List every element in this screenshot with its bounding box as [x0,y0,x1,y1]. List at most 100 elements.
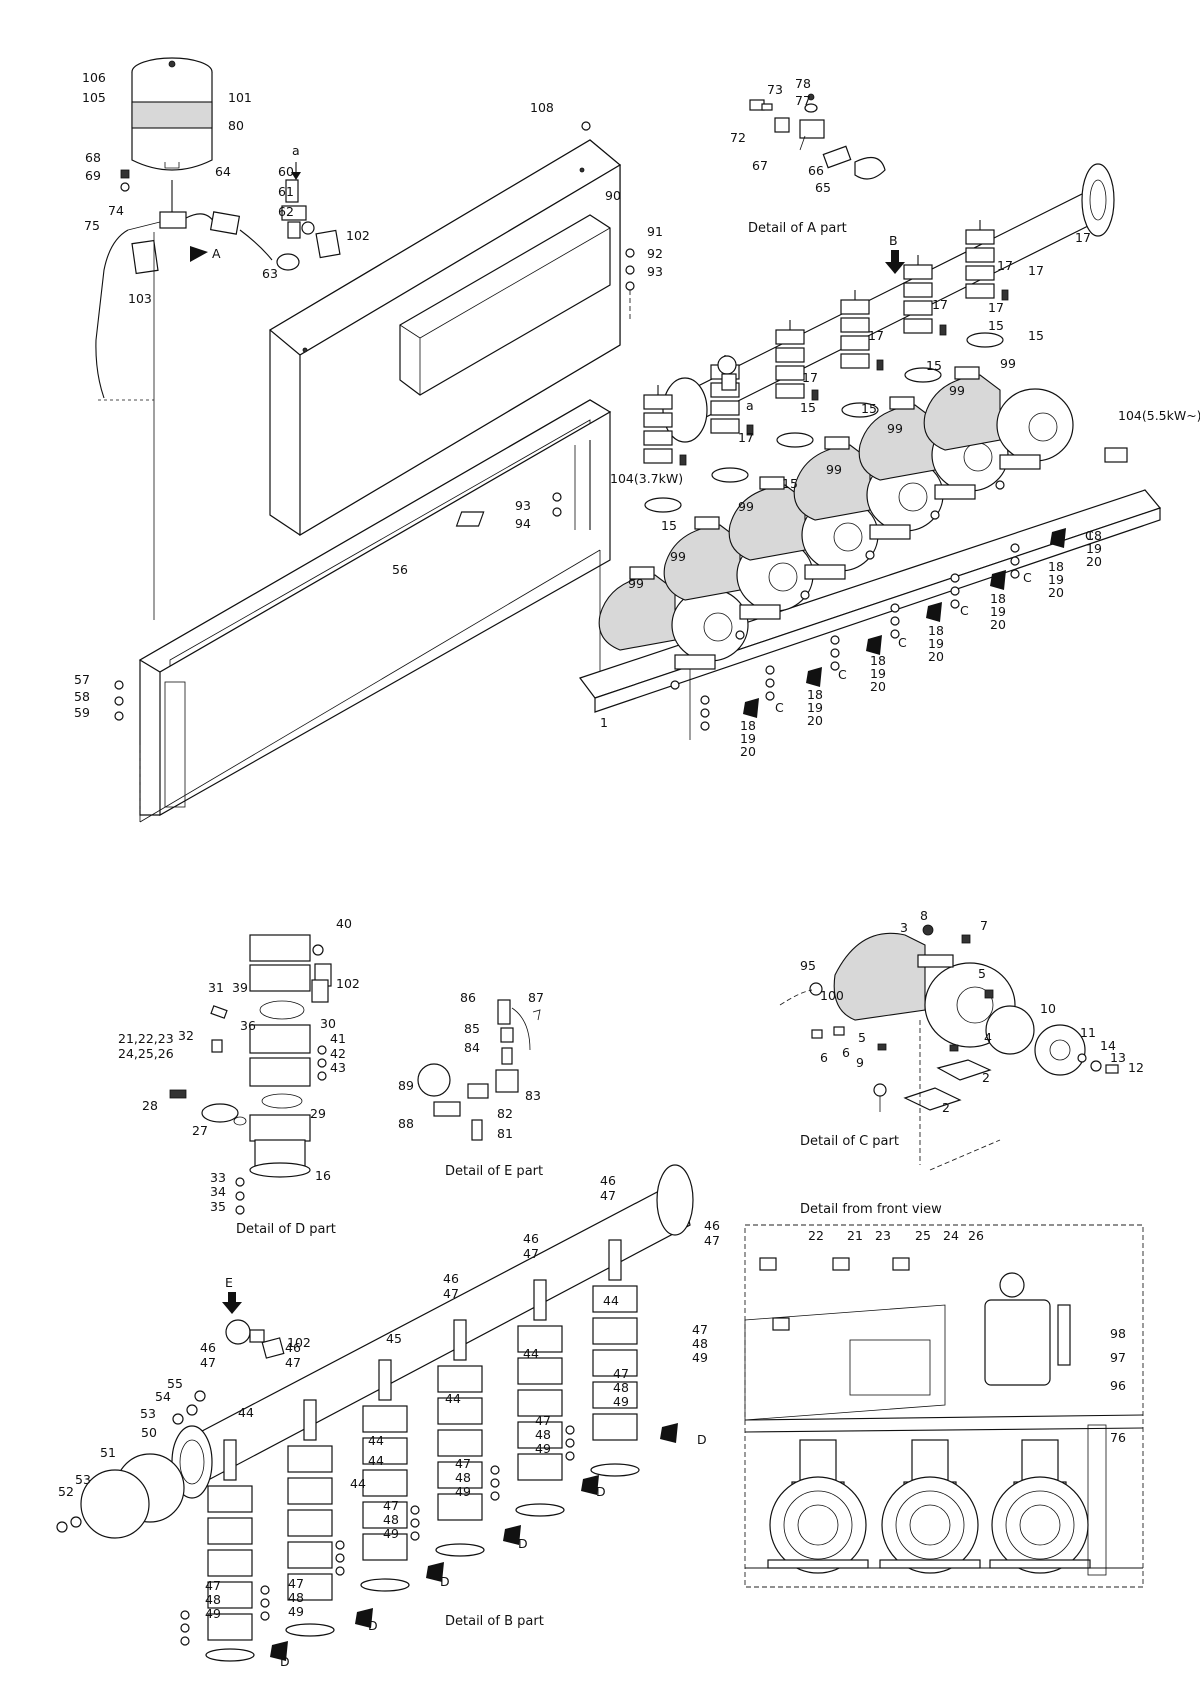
label-f23: 23 [875,1228,891,1243]
label-c: C [898,635,907,650]
label-l90: 90 [605,188,621,203]
label-f22: 22 [808,1228,824,1243]
label-l57: 57 [74,672,90,687]
label-e84: 84 [464,1040,480,1055]
d-arrow-icon [270,1641,288,1661]
label-53: 53 [75,1472,91,1487]
label-46: 46 [200,1340,216,1355]
label-la1: a [292,143,300,158]
label-15: 15 [661,518,677,533]
label-d35: 35 [210,1199,226,1214]
label-f96: 96 [1110,1378,1126,1393]
flange-gasket [776,432,814,448]
label-50: 50 [141,1425,157,1440]
label-c2b: 2 [942,1100,950,1115]
flange-gasket [904,367,942,383]
label-l69: 69 [85,168,101,183]
label-47: 47 [692,1322,708,1337]
label-c: C [1085,528,1094,543]
label-47: 47 [455,1456,471,1471]
label-49: 49 [692,1350,708,1365]
label-l92: 92 [647,246,663,261]
label-44: 44 [445,1391,461,1406]
label-l75: 75 [84,218,100,233]
label-d2123: 21,22,23 [118,1031,174,1046]
label-l104a: 104(3.7kW) [610,471,683,486]
c-arrow-icon [866,635,882,655]
label-49: 49 [613,1394,629,1409]
label-f21: 21 [847,1228,863,1243]
pump-front [879,1439,981,1574]
label-47: 47 [600,1188,616,1203]
label-d16: 16 [315,1168,331,1183]
label-20: 20 [1048,585,1064,600]
label-19: 19 [870,666,886,681]
label-44: 44 [350,1476,366,1491]
label-d27: 27 [192,1123,208,1138]
label-44: 44 [368,1433,384,1448]
label-99: 99 [887,421,903,436]
label-d: D [280,1654,290,1669]
label-l101: 101 [228,90,252,105]
label-l61: 61 [278,184,294,199]
pump-units [598,366,1074,731]
bolt-nut-stack [830,635,840,671]
label-17: 17 [997,258,1013,273]
label-d29: 29 [310,1106,326,1121]
label-e82: 82 [497,1106,513,1121]
label-d: D [440,1574,450,1589]
detail-a [749,93,886,180]
pump-front [767,1439,869,1574]
label-17: 17 [988,300,1004,315]
label-99: 99 [738,499,754,514]
caption-detail-d: Detail of D part [236,1222,336,1237]
control-panel-assembly [268,121,635,537]
label-d31: 31 [208,980,224,995]
caption-detail-e: Detail of E part [445,1164,543,1179]
bolt-nut-stack [950,573,960,609]
label-c4: 4 [984,1030,992,1045]
label-e88: 88 [398,1116,414,1131]
label-d33: 33 [210,1170,226,1185]
label-47: 47 [443,1286,459,1301]
label-48: 48 [613,1380,629,1395]
label-la2: a [746,398,754,413]
label-lB: B [889,233,898,248]
pump-front [989,1439,1091,1574]
label-d: D [697,1432,707,1447]
label-53: 53 [140,1406,156,1421]
label-46: 46 [704,1218,720,1233]
label-47: 47 [535,1413,551,1428]
label-46: 46 [285,1340,301,1355]
label-lA: A [212,246,221,261]
caption-detail-c: Detail of C part [800,1134,899,1149]
label-44: 44 [603,1293,619,1308]
label-17: 17 [1028,263,1044,278]
c-arrow-icon [743,698,759,718]
d-arrow-icon [581,1475,599,1495]
label-f98: 98 [1110,1326,1126,1341]
label-d2426: 24,25,26 [118,1046,174,1061]
d-arrow-icon [426,1562,444,1582]
label-d42: 42 [330,1046,346,1061]
pump-unit [923,366,1074,490]
label-54: 54 [155,1389,171,1404]
c-arrow-icon [926,602,942,622]
riser-stack [565,1239,640,1477]
label-l91: 91 [647,224,663,239]
label-44: 44 [523,1346,539,1361]
label-17: 17 [932,297,948,312]
d-arrow-icon [660,1423,678,1443]
label-c: C [960,603,969,618]
flange-gasket [966,332,1004,348]
label-49: 49 [383,1526,399,1541]
d-arrow-icon [355,1608,373,1628]
label-l108: 108 [530,100,554,115]
label-d32: 32 [178,1028,194,1043]
label-47: 47 [704,1233,720,1248]
label-20: 20 [807,713,823,728]
bolt-nut-stack [765,665,775,701]
label-48: 48 [692,1336,708,1351]
riser-stack [840,290,884,418]
label-102: 102 [287,1335,311,1350]
